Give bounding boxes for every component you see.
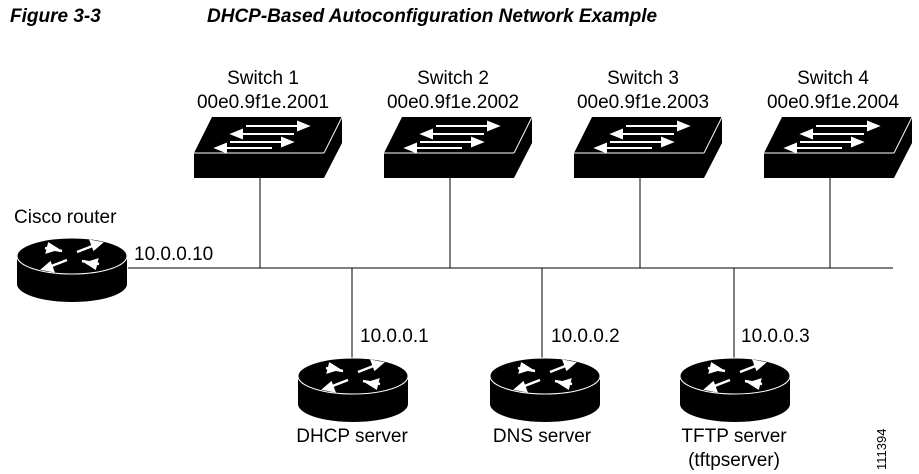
- switch-4-mac: 00e0.9f1e.2004: [766, 92, 900, 113]
- router-icon: [678, 356, 792, 424]
- switch-icon: [193, 116, 343, 179]
- switch-4-name: Switch 4: [797, 68, 869, 89]
- router-icon: [296, 356, 410, 424]
- switch-3-name: Switch 3: [607, 68, 679, 89]
- figure-id-code: 111394: [874, 428, 889, 470]
- tftp-server-name: TFTP server: [681, 426, 787, 447]
- router-icon: [488, 356, 602, 424]
- dns-server-ip: 10.0.0.2: [551, 326, 620, 347]
- switch-2-mac: 00e0.9f1e.2002: [386, 92, 520, 113]
- switch-1-mac: 00e0.9f1e.2001: [196, 92, 330, 113]
- router-ip: 10.0.0.10: [134, 244, 214, 265]
- switch-3-mac: 00e0.9f1e.2003: [576, 92, 710, 113]
- router-name: Cisco router: [14, 207, 117, 228]
- switch-icon: [383, 116, 533, 179]
- dhcp-server-name: DHCP server: [296, 426, 408, 447]
- switch-icon: [573, 116, 723, 179]
- switch-icon: [763, 116, 913, 179]
- switch-2-name: Switch 2: [417, 68, 489, 89]
- dns-server-name: DNS server: [492, 426, 592, 447]
- tftp-server-ip: 10.0.0.3: [741, 326, 810, 347]
- figure-number: Figure 3-3: [10, 6, 101, 27]
- figure-title: DHCP-Based Autoconfiguration Network Exa…: [207, 6, 658, 27]
- dhcp-server-ip: 10.0.0.1: [360, 326, 429, 347]
- switch-1-name: Switch 1: [227, 68, 299, 89]
- router-icon: [15, 236, 129, 304]
- tftp-server-subname: (tftpserver): [688, 450, 780, 471]
